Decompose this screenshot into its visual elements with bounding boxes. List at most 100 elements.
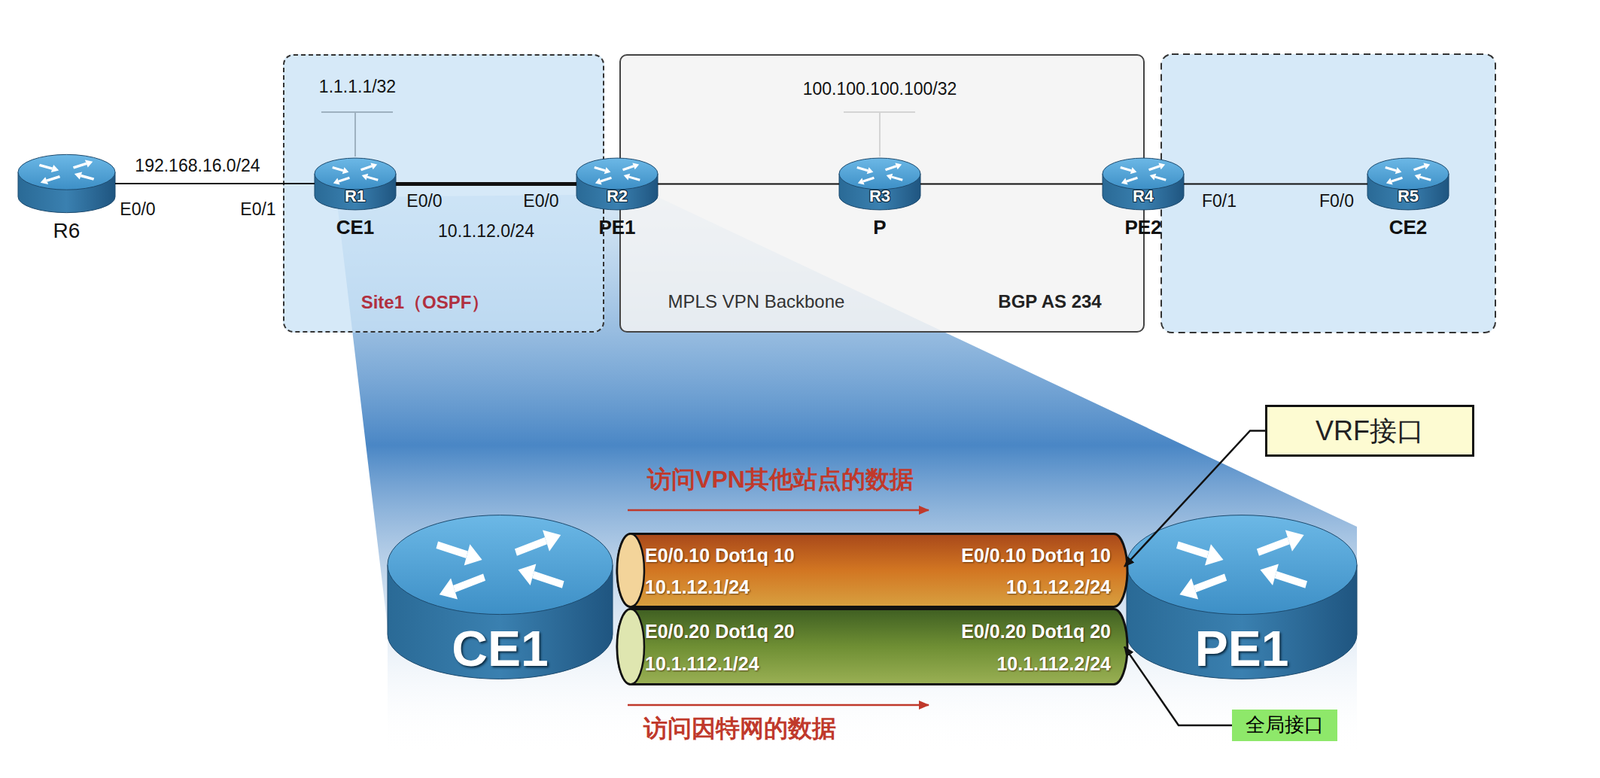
callout-text: VRF接口 <box>1315 415 1424 447</box>
router-arrow-head <box>85 159 93 168</box>
loopback-address: 100.100.100.100/32 <box>803 79 958 99</box>
flow-label: 访问VPN其他站点的数据 <box>647 465 914 494</box>
router-label: PE1 <box>1195 620 1290 679</box>
ip-address: 10.1.12.1/24 <box>644 576 750 599</box>
interface-name: E0/0.10 Dot1q 10 <box>644 544 795 567</box>
router-top <box>18 154 116 190</box>
site2-region <box>1161 54 1496 333</box>
subinterface-tube: E0/0.20 Dot1q 20 10.1.112.1/24 E0/0.20 Dot… <box>617 608 1128 686</box>
as-label: BGP AS 234 <box>997 291 1102 313</box>
router-icon: R6 <box>18 152 116 215</box>
interface-name: E0/1 <box>240 199 276 220</box>
role-label: P <box>873 216 886 240</box>
router-arrow <box>857 167 868 171</box>
router-arrow <box>1420 176 1431 180</box>
router-arrow-head <box>333 178 341 186</box>
router-arrow-head <box>1204 544 1223 566</box>
router-icon: R4PE2 <box>1102 156 1184 212</box>
callout-highlight: 全局接口 <box>1231 709 1338 742</box>
tube-end <box>617 609 645 685</box>
link-line <box>395 182 577 186</box>
router-arrow <box>532 574 563 585</box>
subnet-label: 192.168.16.0/24 <box>134 155 260 176</box>
router-arrow <box>437 544 468 555</box>
router-arrow <box>629 176 640 180</box>
leader-arrow <box>1124 431 1266 568</box>
router-arrow <box>863 177 874 182</box>
tube-body <box>617 609 1128 685</box>
router-arrow-head <box>439 578 458 600</box>
router-top <box>387 515 613 615</box>
router-label: R3 <box>869 186 891 206</box>
router-arrow-head <box>51 164 59 173</box>
link-line <box>115 182 315 185</box>
router-arrow <box>73 163 87 168</box>
router-arrow <box>1275 574 1307 585</box>
router-arrow-head <box>866 167 874 174</box>
router-arrow <box>1391 177 1403 182</box>
router-arrow-head <box>1414 173 1422 181</box>
router-arrow <box>361 166 372 171</box>
router-arrow-head <box>1423 162 1430 170</box>
role-label: PE1 <box>598 216 636 240</box>
router-arrow-head <box>595 178 603 186</box>
router-arrow-head <box>40 176 49 185</box>
router-label: R5 <box>1397 186 1419 206</box>
router-top <box>1102 158 1184 190</box>
ip-address: 10.1.112.1/24 <box>644 653 760 676</box>
role-label: PE2 <box>1124 216 1162 240</box>
router-arrow-head <box>886 173 894 181</box>
router-arrow <box>338 177 350 182</box>
router-arrow <box>80 175 94 180</box>
router-arrow-head <box>464 544 483 566</box>
router-icon: R5CE2 <box>1367 156 1449 212</box>
interface-name: F0/1 <box>1201 191 1237 211</box>
router-top <box>1126 515 1357 615</box>
router-arrow-head <box>1179 578 1199 600</box>
router-arrow <box>39 164 52 169</box>
router-arrow-head <box>1121 178 1129 186</box>
router-arrow <box>600 177 612 182</box>
router-icon: CE1 <box>387 510 613 685</box>
router-arrow <box>1120 167 1132 171</box>
callout-box: VRF接口 <box>1265 404 1475 457</box>
router-arrow <box>1149 166 1160 171</box>
router-top <box>1367 158 1449 190</box>
interface-name: F0/0 <box>1319 191 1354 211</box>
router-arrow <box>1195 577 1226 589</box>
router-label: R2 <box>606 186 628 206</box>
tube-body <box>617 534 1128 608</box>
loopback-address: 1.1.1.1/32 <box>319 76 396 97</box>
leader-arrow <box>1124 647 1232 726</box>
router-arrow-head <box>342 167 350 174</box>
router-arrow-head <box>74 171 83 180</box>
router-top <box>576 158 658 190</box>
router-arrow-head <box>1395 167 1403 174</box>
router-icon: R1CE1 <box>314 156 396 212</box>
router-arrow <box>1257 541 1289 553</box>
tube-end <box>617 534 645 608</box>
role-label: CE1 <box>336 216 375 240</box>
site-label: Site1（OSPF） <box>361 292 490 314</box>
router-arrow <box>1126 177 1138 182</box>
flow-label: 访问因特网的数据 <box>643 714 837 743</box>
router-arrow-head <box>857 178 865 186</box>
router-arrow-head <box>1158 162 1166 170</box>
interface-name: E0/0.20 Dot1q 20 <box>644 620 795 643</box>
interface-name: E0/0 <box>406 191 442 211</box>
router-label: R4 <box>1132 186 1154 206</box>
router-arrow <box>46 176 60 181</box>
role-label: CE2 <box>1389 216 1428 240</box>
router-arrow <box>885 166 897 171</box>
subinterface-tube: E0/0.10 Dot1q 10 10.1.12.1/24 E0/0.10 Dot1… <box>617 532 1128 609</box>
interface-name: E0/0.20 Dot1q 20 <box>961 620 1111 643</box>
interface-name: E0/0.10 Dot1q 10 <box>961 544 1111 567</box>
router-arrow-head <box>1259 564 1278 586</box>
router-arrow-head <box>1130 167 1138 174</box>
flow-arrow <box>627 509 929 512</box>
router-arrow-head <box>370 162 378 170</box>
router-arrow-head <box>604 167 612 174</box>
router-arrow <box>1155 176 1166 180</box>
